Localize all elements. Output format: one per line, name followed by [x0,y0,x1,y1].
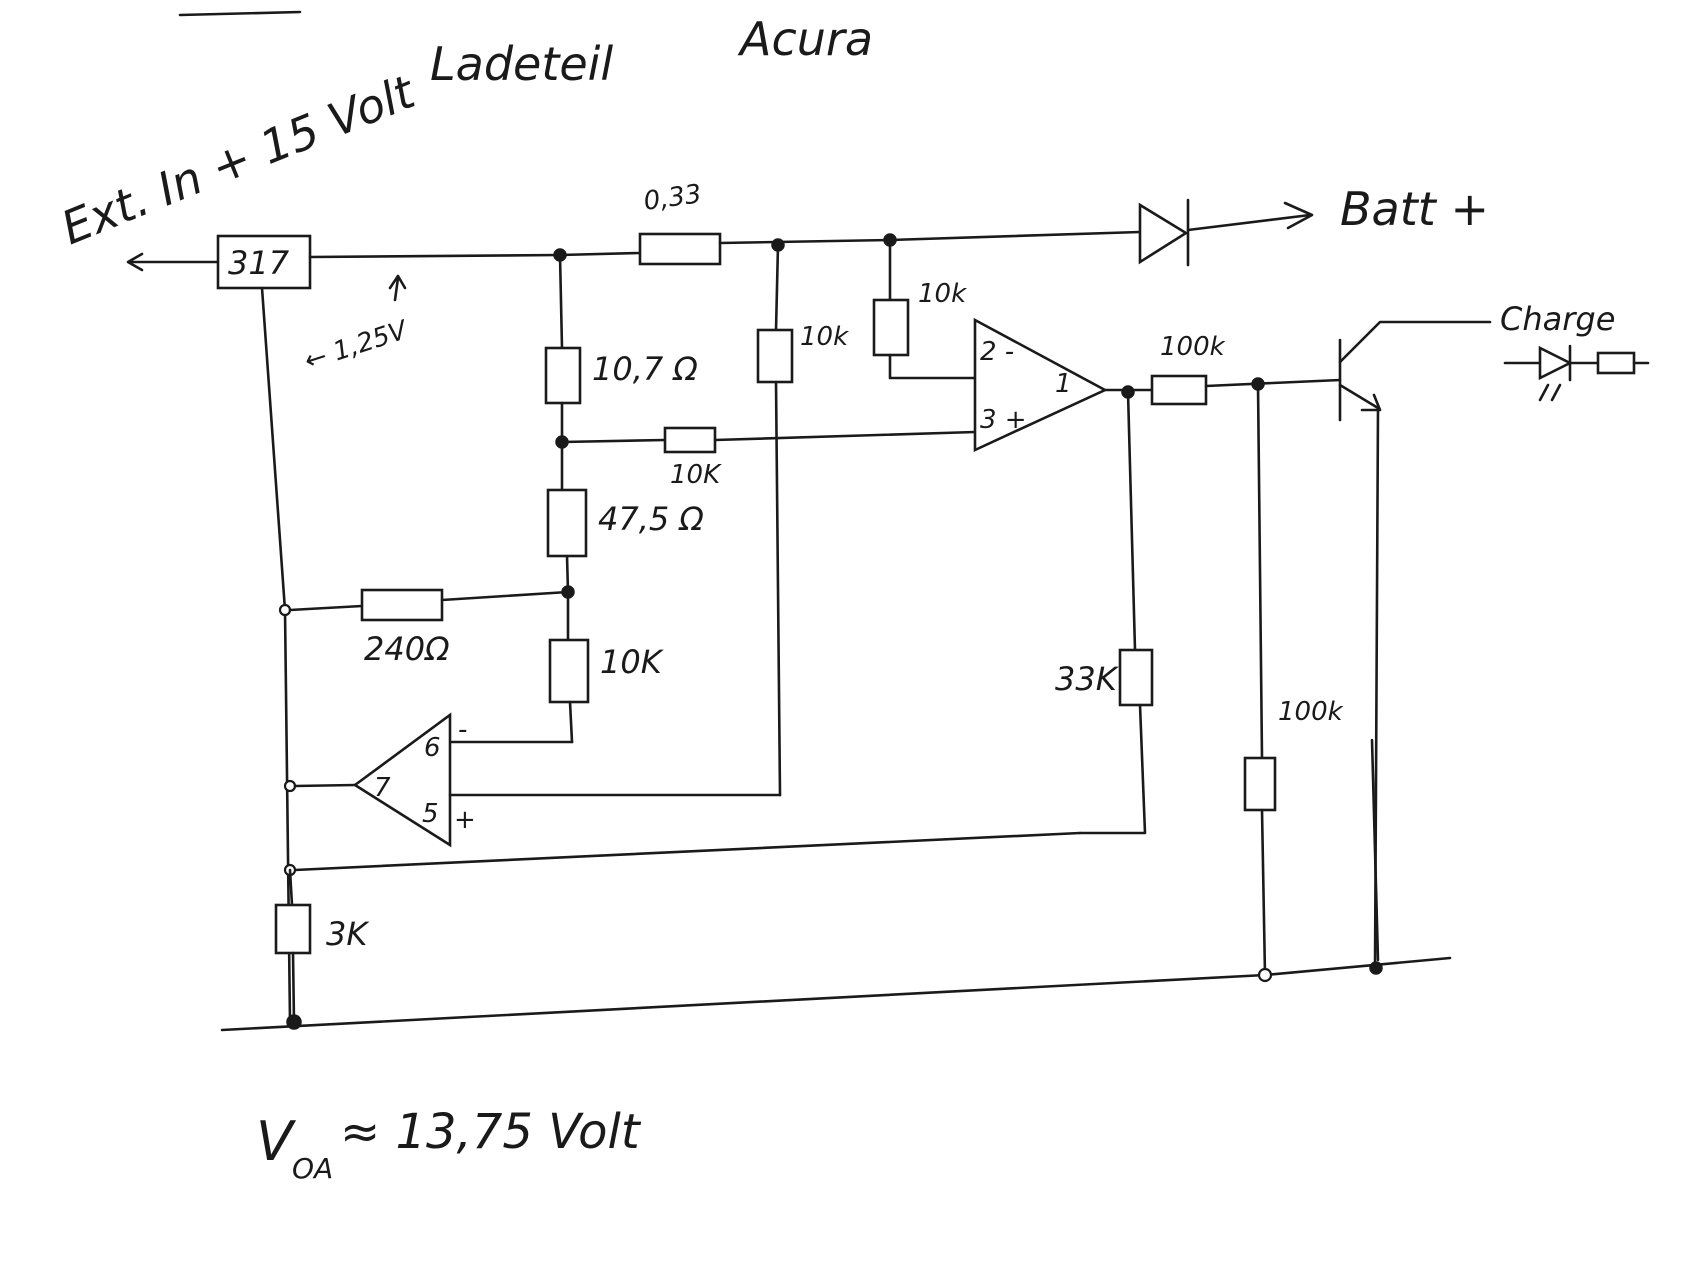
node-left-240 [278,603,292,617]
regulator-adj-wire [260,286,287,612]
fb-wire-3 [293,831,1082,872]
adj-wire-2 [440,590,570,602]
regulator-label: 317 [228,244,290,282]
output-arrow [1283,201,1314,230]
resistor-47-5 [546,488,588,558]
resistor-series-plus [663,426,717,454]
node-left-opamp [283,779,297,793]
ground-rail-right [1263,956,1452,977]
plus-wire-2 [713,430,977,442]
vref-arrow-line [393,276,400,302]
input-label: Ext. In + 15 Volt [54,64,424,255]
label-10k-low: 10K [600,643,665,681]
label-240: 240Ω [364,630,450,668]
transistor-collector [1338,320,1492,364]
top-rail-1 [308,253,562,259]
label-shunt: 0,33 [642,179,704,217]
left-rail-bottom [291,951,296,1024]
label-10-7: 10,7 Ω [592,350,698,388]
opamp-bottom-minus: - [458,715,467,745]
opamp-bottom-pin5: 5 [422,799,439,829]
emitter-wire-thick [1370,738,1380,962]
resistor-10k-mid [756,328,794,384]
resistor-10-7 [544,346,582,405]
led-ray-1 [1538,383,1550,402]
charge-label: Charge [1500,300,1615,338]
label-100k-out: 100k [1160,332,1226,362]
charge-led [1538,345,1573,381]
left-rail-lower [288,868,294,907]
charge-resistor [1596,351,1636,375]
label-10k-mid: 10k [800,322,849,352]
resistor-100k-out [1150,374,1208,406]
formula-sub: OA [292,1152,333,1185]
mid-10k-wire-1 [774,243,780,332]
pulldown-wire-2 [1260,808,1267,977]
right-10k-wire-2 [888,353,977,380]
fb-wire-1 [1126,390,1137,652]
pulldown-wire-1 [1256,382,1264,760]
resistor-240 [360,588,444,622]
top-rail-4 [888,230,1142,242]
base-wire [1204,378,1342,388]
resistor-10k-right [872,298,910,357]
node-ground-emitter [1369,961,1383,975]
resistor-10k-low [548,638,590,704]
opamp-top-pin1: 1 [1055,369,1072,399]
opamp-bottom-pin7: 7 [374,773,391,803]
opamp-top-pin2: 2 - [980,337,1014,367]
top-rail-3 [718,238,892,245]
stray-mark [178,10,302,17]
output-wire [1186,213,1312,232]
ground-rail [220,973,1267,1032]
resistor-100k-pulldown [1243,756,1277,812]
formula-v: V [256,1110,297,1173]
divider-wire-5 [568,700,574,744]
adj-wire-1 [288,604,364,612]
resistor-33k [1118,648,1154,707]
title-acura: Acura [737,12,873,66]
opamp-bottom-pin6: 6 [424,733,441,763]
input-arrow [126,252,144,272]
label-10k-right: 10k [918,279,967,309]
opamp-bottom-out-wire [293,783,357,788]
output-diode [1138,202,1189,265]
divider-wire-1 [558,253,564,350]
label-series-plus: 10K [670,460,722,490]
opamp-bottom [352,712,452,848]
regulator-317 [216,234,312,290]
label-100k-pulldown: 100k [1278,697,1344,727]
top-rail-2 [558,251,642,257]
formula-rest: ≈ 13,75 Volt [340,1104,642,1160]
mid-10k-wire-2 [774,380,782,797]
resistor-shunt [638,232,722,266]
opamp-top [973,317,1108,453]
output-label: Batt + [1340,182,1489,236]
left-rail [283,608,292,1024]
led-ray-2 [1550,383,1562,402]
vref-label: ← 1,25V [301,315,413,377]
label-3k: 3K [326,915,370,953]
transistor-emitter [1338,383,1380,410]
label-47-5: 47,5 Ω [598,500,704,538]
label-33k: 33K [1055,660,1120,698]
node-ground-pulldown [1257,967,1273,983]
transistor-emitter-arrow [1360,393,1382,412]
title-ladeteil: Ladeteil [430,37,613,91]
opamp-top-pin3: 3 + [980,405,1027,435]
vref-arrow-head [388,274,407,290]
opamp-bottom-plus: + [454,805,476,835]
fb-wire-2 [1078,703,1147,835]
resistor-3k [274,903,312,955]
plus-wire-1 [560,438,667,444]
